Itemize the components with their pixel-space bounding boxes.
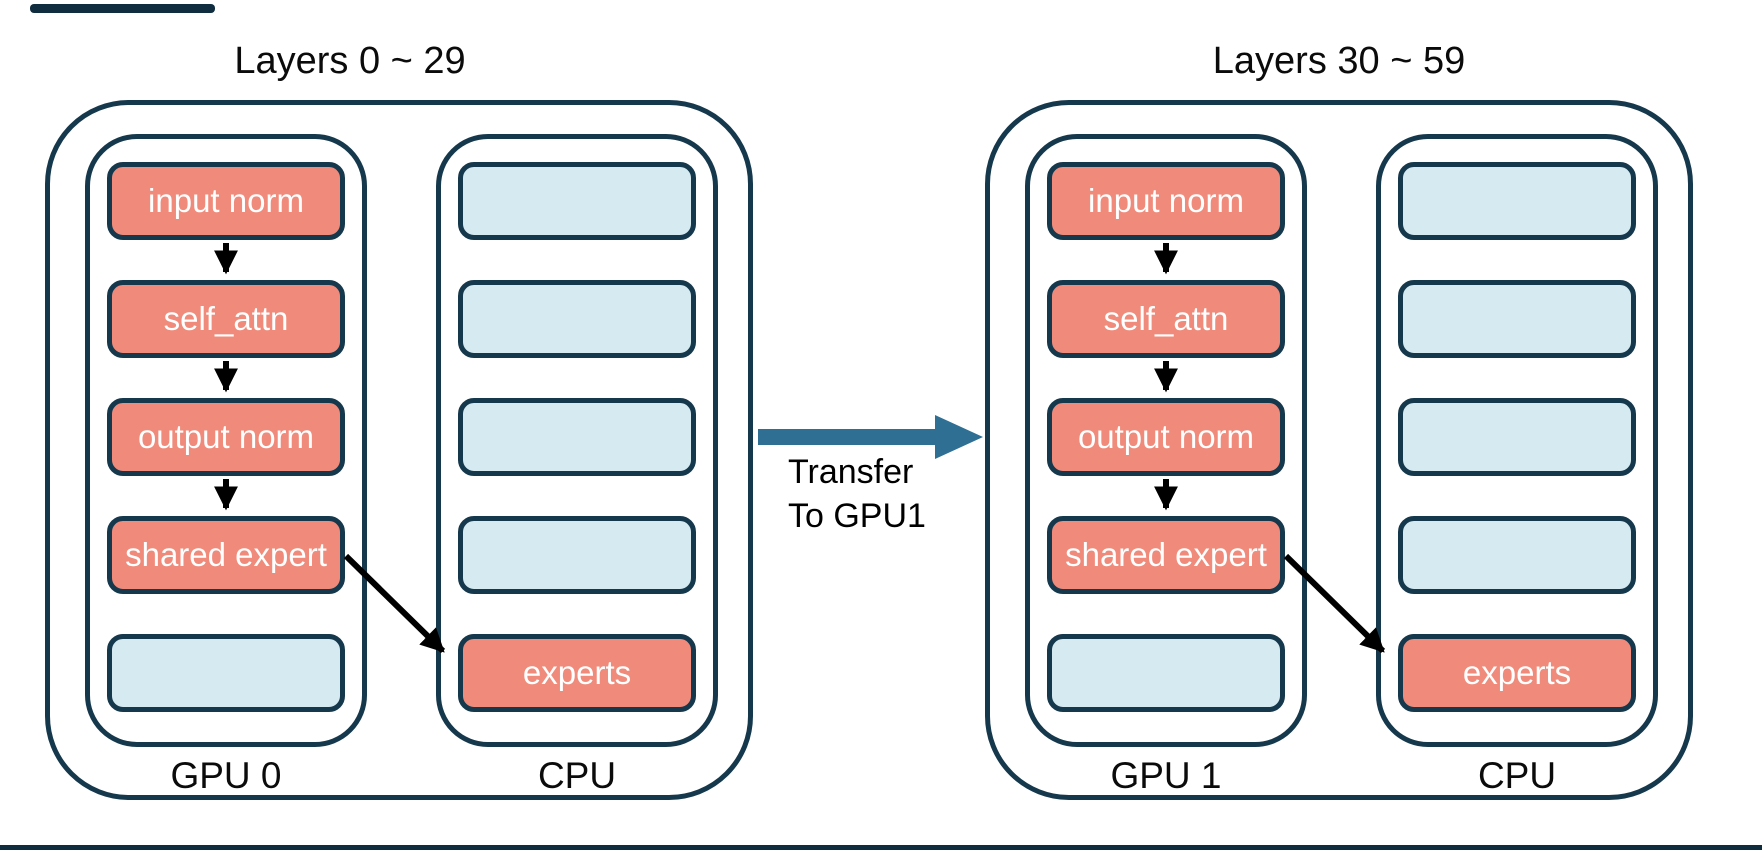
box-experts: experts: [1398, 634, 1636, 712]
cpu-column-right: experts: [1376, 134, 1658, 747]
gpu0-column: input norm self_attn output norm shared …: [85, 134, 367, 747]
box-shared-expert: shared expert: [107, 516, 345, 594]
group-title-layers-30-59: Layers 30 ~ 59: [1212, 40, 1466, 82]
box-empty: [458, 516, 696, 594]
box-empty: [1398, 280, 1636, 358]
box-empty: [1398, 398, 1636, 476]
gpu1-label: GPU 1: [1110, 755, 1222, 796]
cpu-column-left: experts: [436, 134, 718, 747]
box-experts: experts: [458, 634, 696, 712]
box-input-norm: input norm: [1047, 162, 1285, 240]
layer-group-30-59: input norm self_attn output norm shared …: [985, 100, 1693, 800]
box-input-norm: input norm: [107, 162, 345, 240]
gpu1-column: input norm self_attn output norm shared …: [1025, 134, 1307, 747]
box-empty: [107, 634, 345, 712]
box-empty: [1398, 162, 1636, 240]
box-empty: [1047, 634, 1285, 712]
box-empty: [1398, 516, 1636, 594]
box-output-norm: output norm: [1047, 398, 1285, 476]
box-self-attn: self_attn: [107, 280, 345, 358]
bottom-accent-line: [0, 845, 1762, 850]
top-accent-bar: [30, 4, 215, 13]
box-shared-expert: shared expert: [1047, 516, 1285, 594]
cpu-label-right: CPU: [1477, 755, 1557, 796]
box-output-norm: output norm: [107, 398, 345, 476]
group-title-layers-0-29: Layers 0 ~ 29: [234, 40, 466, 82]
cpu-label-left: CPU: [537, 755, 617, 796]
box-empty: [458, 398, 696, 476]
box-empty: [458, 280, 696, 358]
transfer-label: Transfer To GPU1: [788, 450, 926, 538]
gpu0-label: GPU 0: [170, 755, 282, 796]
transfer-label-line1: Transfer: [788, 453, 914, 491]
transfer-label-line2: To GPU1: [788, 497, 926, 535]
box-empty: [458, 162, 696, 240]
box-self-attn: self_attn: [1047, 280, 1285, 358]
layer-group-0-29: input norm self_attn output norm shared …: [45, 100, 753, 800]
